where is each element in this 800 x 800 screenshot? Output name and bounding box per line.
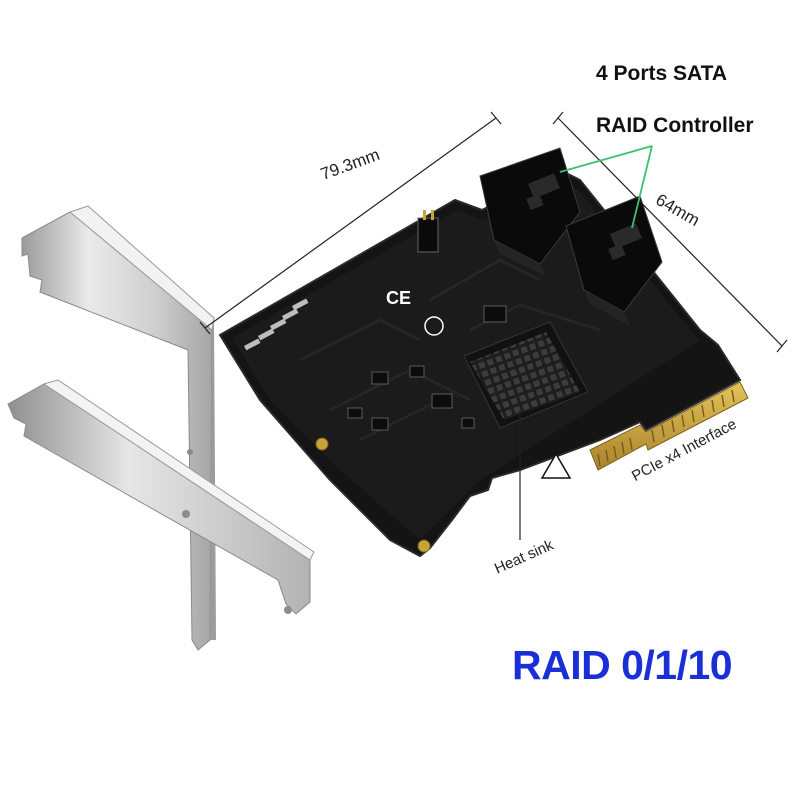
width-dimension-line xyxy=(199,111,502,335)
heat-sink xyxy=(463,321,589,429)
rohs-mark-icon xyxy=(424,316,444,336)
sata-callout-lines xyxy=(559,145,653,229)
sata-port-lower xyxy=(565,195,663,326)
pcie-x4-connector xyxy=(540,381,749,479)
ce-mark: CE xyxy=(386,288,411,308)
warning-icon xyxy=(540,452,572,479)
raid-levels-label: RAID 0/1/10 xyxy=(512,642,733,688)
sata-port-icon xyxy=(610,223,642,249)
product-title-line2: RAID Controller xyxy=(596,114,754,137)
height-dimension-line xyxy=(552,111,788,353)
product-title-line1: 4 Ports SATA xyxy=(596,62,728,85)
sata-port-icon xyxy=(528,173,560,199)
low-profile-bracket xyxy=(7,379,315,615)
jumper-header xyxy=(417,217,439,253)
sata-port-upper xyxy=(479,147,581,276)
full-height-bracket xyxy=(21,205,216,651)
